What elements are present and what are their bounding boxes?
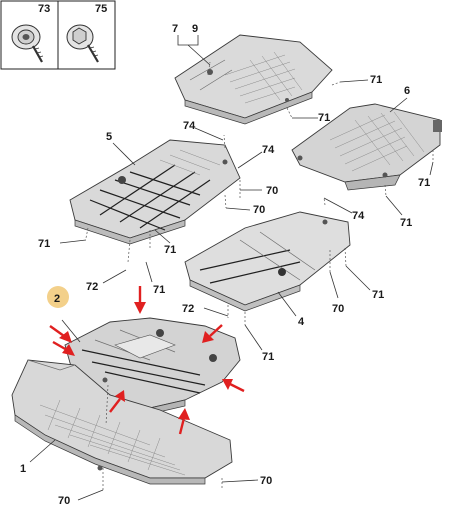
callout-74: 74 bbox=[262, 144, 275, 156]
fastener-markers bbox=[85, 61, 434, 490]
callout-71: 71 bbox=[418, 177, 430, 189]
panel-4 bbox=[184, 211, 351, 312]
red-arrow-icon bbox=[178, 408, 190, 435]
panel-6 bbox=[291, 103, 442, 191]
callout-71: 71 bbox=[153, 284, 165, 296]
callout-70: 70 bbox=[253, 204, 265, 216]
callout-9: 9 bbox=[192, 23, 198, 35]
callout-70: 70 bbox=[260, 475, 272, 487]
red-arrow-icon bbox=[134, 286, 146, 314]
panel-5 bbox=[69, 139, 241, 245]
red-arrow-icon bbox=[49, 325, 72, 343]
callout-70: 70 bbox=[266, 185, 278, 197]
red-arrow-icon bbox=[222, 379, 245, 393]
callout-74: 74 bbox=[183, 120, 196, 132]
leader-lines bbox=[29, 35, 434, 501]
callout-6: 6 bbox=[404, 85, 410, 97]
flanged-screw-icon bbox=[66, 24, 99, 63]
callout-70: 70 bbox=[58, 495, 70, 507]
washer-screw-icon bbox=[11, 24, 44, 63]
hardware-number-73: 73 bbox=[38, 3, 50, 15]
callout-74: 74 bbox=[352, 210, 365, 222]
red-arrow-icon bbox=[109, 390, 125, 413]
callout-71: 71 bbox=[372, 289, 384, 301]
callout-1: 1 bbox=[20, 463, 26, 475]
callout-72: 72 bbox=[182, 303, 194, 315]
callout-labels: 7 9 6 5 4 2 1 74 74 74 71 71 71 71 71 71… bbox=[20, 23, 430, 507]
hardware-number-75: 75 bbox=[95, 3, 107, 15]
highlight-badge bbox=[47, 286, 69, 308]
callout-71: 71 bbox=[370, 74, 382, 86]
red-arrow-icon bbox=[202, 324, 223, 343]
callout-4: 4 bbox=[298, 316, 305, 328]
callout-70: 70 bbox=[332, 303, 344, 315]
callout-71: 71 bbox=[262, 351, 274, 363]
callout-71: 71 bbox=[318, 112, 330, 124]
callout-7: 7 bbox=[172, 23, 178, 35]
callout-2: 2 bbox=[54, 293, 60, 305]
indicator-arrows bbox=[49, 286, 245, 435]
hardware-inset: 73 75 bbox=[0, 0, 116, 70]
red-arrow-icon bbox=[52, 340, 75, 356]
callout-71: 71 bbox=[164, 244, 176, 256]
callout-71: 71 bbox=[38, 238, 50, 250]
callout-5: 5 bbox=[106, 131, 112, 143]
panel-7-9 bbox=[174, 34, 333, 125]
callout-72: 72 bbox=[86, 281, 98, 293]
panel-1 bbox=[11, 359, 233, 485]
callout-71: 71 bbox=[400, 217, 412, 229]
